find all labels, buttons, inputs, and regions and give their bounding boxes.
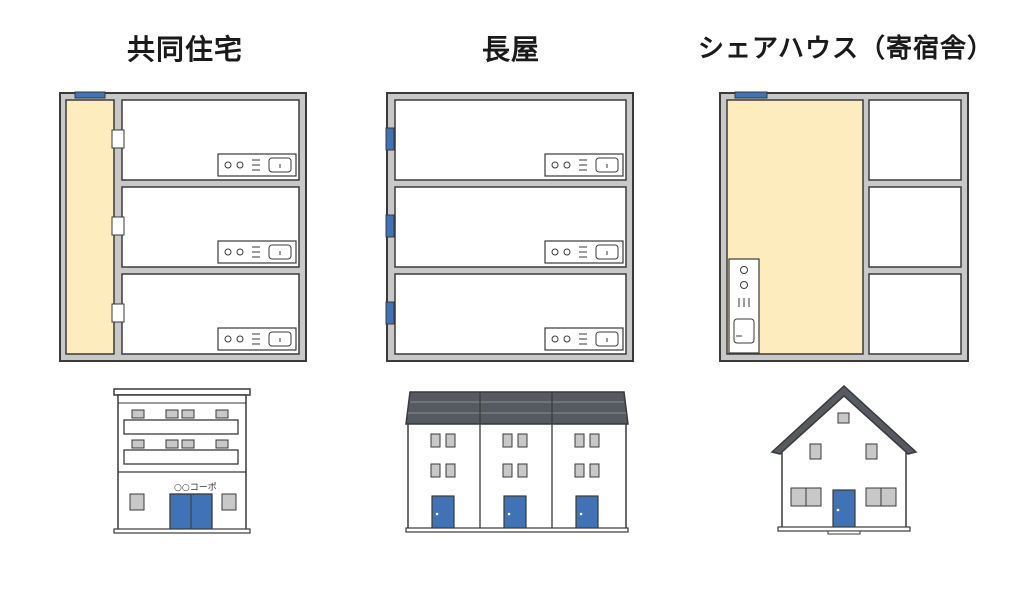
roof-edge [113,388,251,396]
kitchen-counter-icon [544,153,624,177]
row-house-illustration [405,391,629,533]
private-room [868,273,962,355]
private-room [868,186,962,268]
title-kyodo-jutaku: 共同住宅 [126,33,243,66]
window-icon [74,91,106,99]
shared-corridor [65,99,115,355]
building-sign: ○○コーポ [174,482,217,493]
entrance-door-icon [575,495,599,530]
share-house-illustration [770,384,918,535]
entrance-door-icon [503,495,527,530]
entrance-door-icon [832,489,856,529]
floorplan-row-house [385,92,634,362]
kitchen-counter-icon [217,240,297,264]
window-icon [734,91,768,99]
kitchen-counter-icon [544,240,624,264]
entrance-door-icon [385,301,395,325]
floorplan-share-house [719,91,969,362]
shared-kitchen-icon [728,258,760,354]
balcony [123,449,239,465]
unit-door [111,303,125,323]
unit-door [111,216,125,236]
apartment-building-illustration: ○○コーポ [113,388,251,534]
title-nagaya: 長屋 [481,33,540,66]
entrance-door-icon [385,214,395,238]
floorplan-apartment [59,91,307,362]
roof-tiles [405,391,629,425]
kitchen-counter-icon [544,327,624,351]
entrance-door-icon [385,127,395,151]
kitchen-counter-icon [217,327,297,351]
balcony [123,419,239,435]
title-share-house: シェアハウス（寄宿舎） [698,34,994,64]
kitchen-counter-icon [217,153,297,177]
entrance-door-icon [431,495,455,530]
private-room [868,99,962,181]
unit-door [111,129,125,149]
